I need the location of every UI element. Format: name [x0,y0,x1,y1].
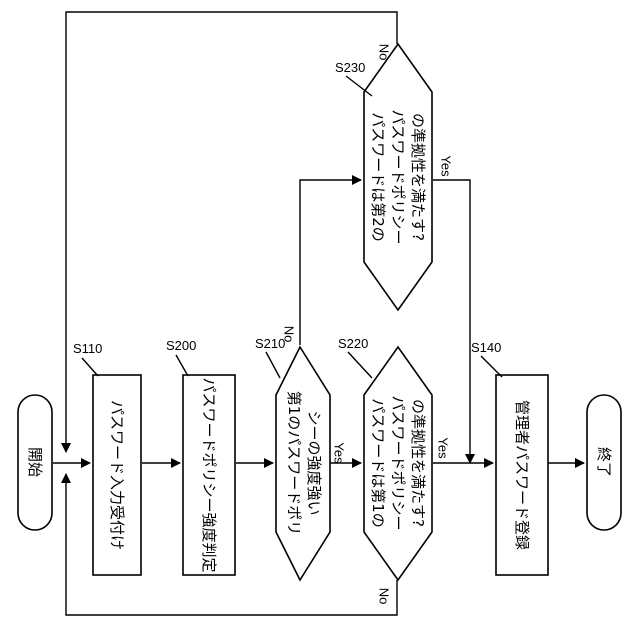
s220-leader [348,352,372,378]
s210-text-line1: 第1のパスワードポリ [285,391,303,536]
s220-id: S220 [338,336,368,351]
s200-leader [176,355,188,376]
s230-text-line1: パスワードは第2の [369,112,387,242]
s220-text-line3: の準拠性を満たす? [409,399,427,527]
s210-id: S210 [255,336,285,351]
connector-s230-yes-to-s140 [433,180,470,463]
s110-leader [82,358,98,376]
s110-text: パスワード入力受付け [108,400,126,550]
s230-text-line2: パスワードポリシー [389,109,407,244]
s140-leader [481,356,502,377]
s220-no-label: No [377,588,392,605]
s210-leader [266,352,280,378]
s230-no-label: No [377,44,392,61]
s230-id: S230 [335,60,365,75]
s220-text-line2: パスワードポリシー [389,395,407,530]
start-label: 開始 [26,447,44,477]
s210-text-line2: シーの強度強い [305,410,323,515]
s140-text: 管理者パスワード登録 [513,400,531,550]
s140-id: S140 [471,340,501,355]
s110-id: S110 [73,341,102,356]
s200-id: S200 [166,338,196,353]
s220-yes-label: Yes [436,437,451,459]
s220-text-line1: パスワードは第1の [369,398,387,528]
connector-s210-no-to-s230 [300,180,361,345]
s230-text-line3: の準拠性を満たす? [409,113,427,241]
s200-text: パスワードポリシー強度判定 [200,377,218,572]
s230-yes-label: Yes [439,155,454,177]
end-label: 終了 [595,447,613,477]
s210-no-label: No [282,326,297,343]
s210-yes-label: Yes [332,442,347,464]
